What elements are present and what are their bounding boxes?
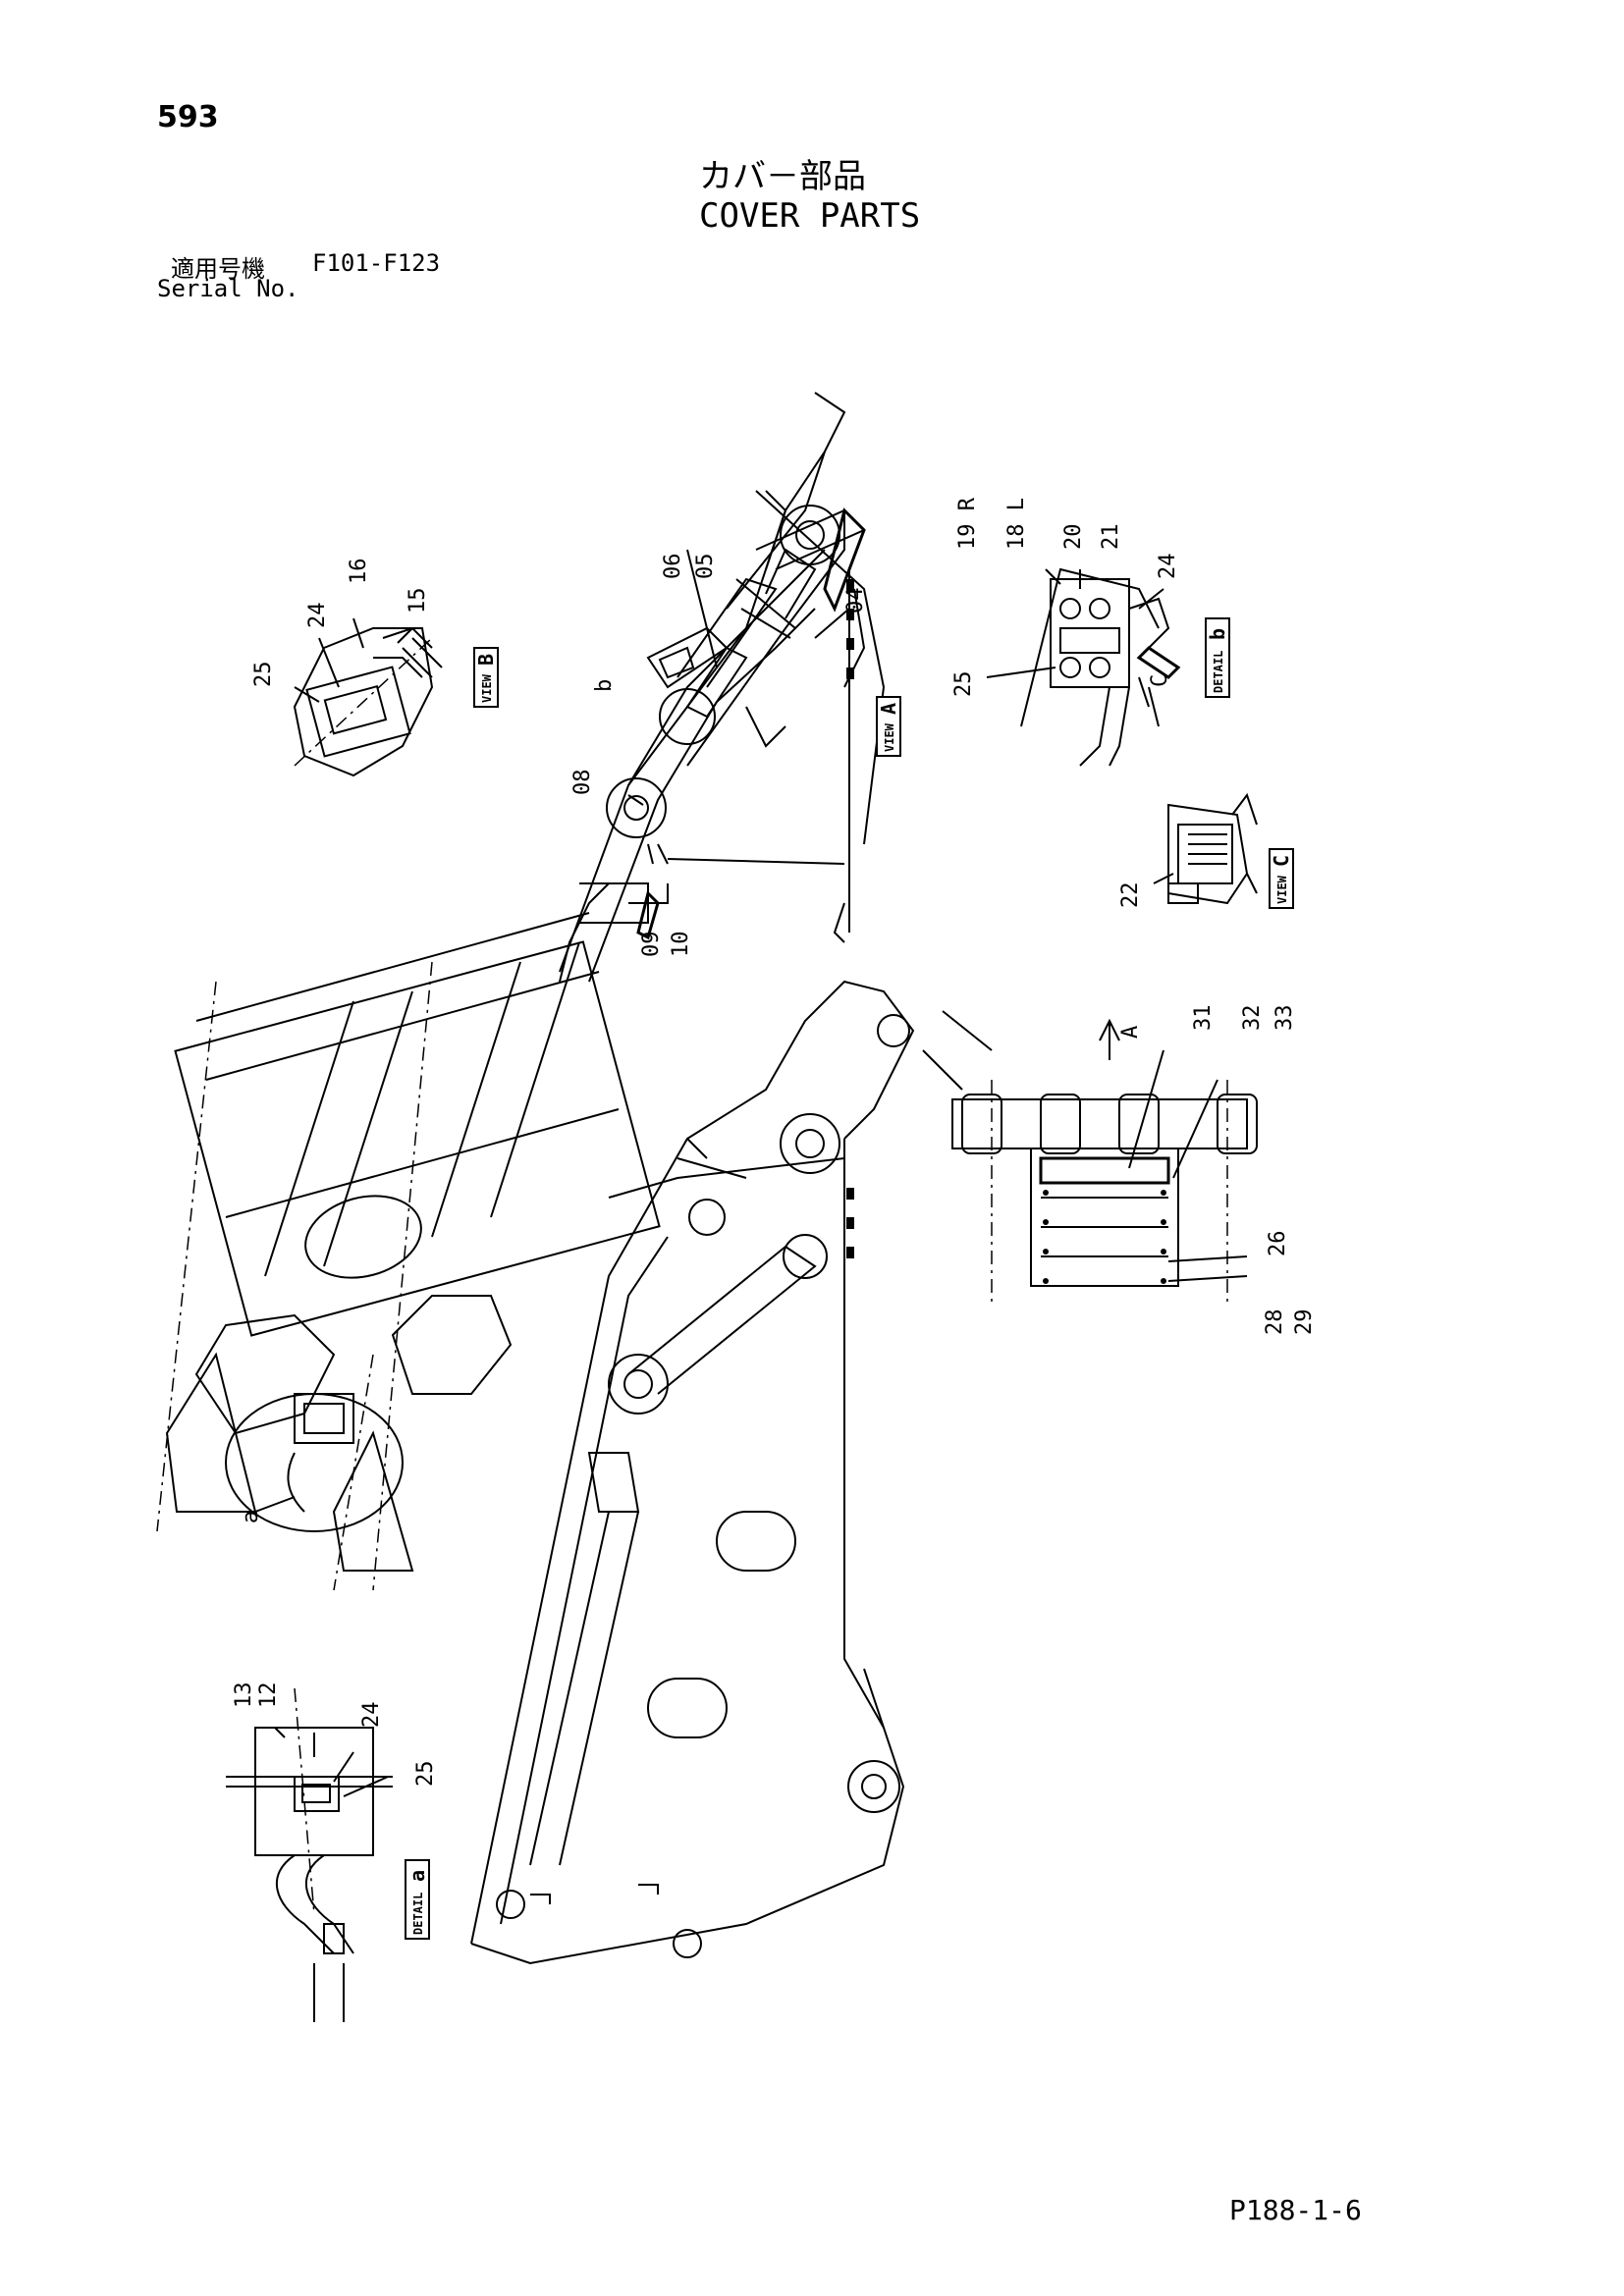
view-b-detail	[293, 626, 443, 777]
leader-lines	[254, 568, 1248, 1797]
callout-21: 21	[1099, 524, 1123, 551]
callout-05: 05	[693, 554, 718, 580]
callout-28: 28	[1263, 1309, 1287, 1336]
base-plan-view	[156, 912, 661, 1591]
callout-16: 16	[347, 559, 371, 585]
callout-26: 26	[1266, 1231, 1290, 1257]
detail-a-letter: a	[406, 1870, 429, 1882]
detail-b-letter: b	[1206, 628, 1229, 640]
view-a-letter: A	[877, 703, 900, 715]
callout-22: 22	[1118, 882, 1143, 909]
callout-12: 12	[256, 1682, 281, 1709]
view-b-letter: B	[474, 654, 498, 666]
callout-25-a: 25	[413, 1761, 438, 1788]
detail-b-box: DETAIL b	[1205, 617, 1230, 698]
callout-letter-c: C	[1148, 674, 1172, 687]
callout-31: 31	[1191, 1005, 1216, 1032]
callout-25-b: 25	[951, 671, 976, 698]
title-japanese: カバ－部品	[699, 157, 866, 196]
main-arm	[470, 980, 993, 1965]
callout-04: 04	[843, 588, 868, 614]
page-title: COVER PARTS	[699, 196, 921, 236]
callout-08: 08	[570, 770, 595, 796]
detail-a	[226, 1687, 393, 2022]
serial-range: F101-F123	[312, 249, 441, 277]
view-c-detail	[1167, 792, 1258, 905]
callout-20: 20	[1061, 524, 1086, 551]
page-number: 593	[157, 100, 219, 134]
view-b-word: VIEW	[480, 673, 494, 703]
view-c-word: VIEW	[1275, 875, 1289, 904]
page-reference: P188-1-6	[1229, 2194, 1362, 2226]
view-c-box: VIEW C	[1269, 848, 1294, 909]
callout-24-view-b: 24	[305, 603, 330, 629]
detail-b	[1020, 567, 1181, 767]
detail-a-word: DETAIL	[411, 1893, 425, 1935]
callout-labels: 04 05 06 08 09 10 12 13 15 16 18 L 19 R …	[232, 497, 1317, 1787]
callout-33: 33	[1272, 1005, 1297, 1032]
callout-13: 13	[232, 1682, 256, 1709]
callout-arrow-a: A	[1118, 1026, 1143, 1039]
serial-label: Serial No.	[157, 275, 299, 302]
callout-19: 19 R	[955, 497, 980, 550]
callout-24-a: 24	[359, 1702, 384, 1729]
detail-b-word: DETAIL	[1212, 651, 1225, 693]
callout-06: 06	[661, 554, 685, 580]
serial-label-japanese: 適用号機	[171, 255, 265, 283]
callout-letter-a: a	[239, 1511, 263, 1523]
callout-09: 09	[639, 932, 664, 958]
callout-10: 10	[669, 932, 693, 958]
callout-25-view-b: 25	[251, 662, 276, 688]
detail-a-box: DETAIL a	[405, 1859, 430, 1940]
view-a-word: VIEW	[883, 722, 896, 752]
arm-tip-assembly	[559, 392, 886, 983]
callout-letter-b: b	[592, 679, 617, 692]
callout-32: 32	[1240, 1005, 1265, 1032]
view-b-box: VIEW B	[473, 647, 499, 708]
callout-18: 18 L	[1004, 498, 1029, 550]
view-a-box: VIEW A	[876, 696, 901, 757]
callout-15: 15	[406, 588, 430, 614]
callout-24-b: 24	[1156, 554, 1180, 580]
plan-view-a	[951, 1018, 1258, 1306]
callout-29: 29	[1292, 1309, 1317, 1336]
view-c-letter: C	[1270, 855, 1293, 867]
